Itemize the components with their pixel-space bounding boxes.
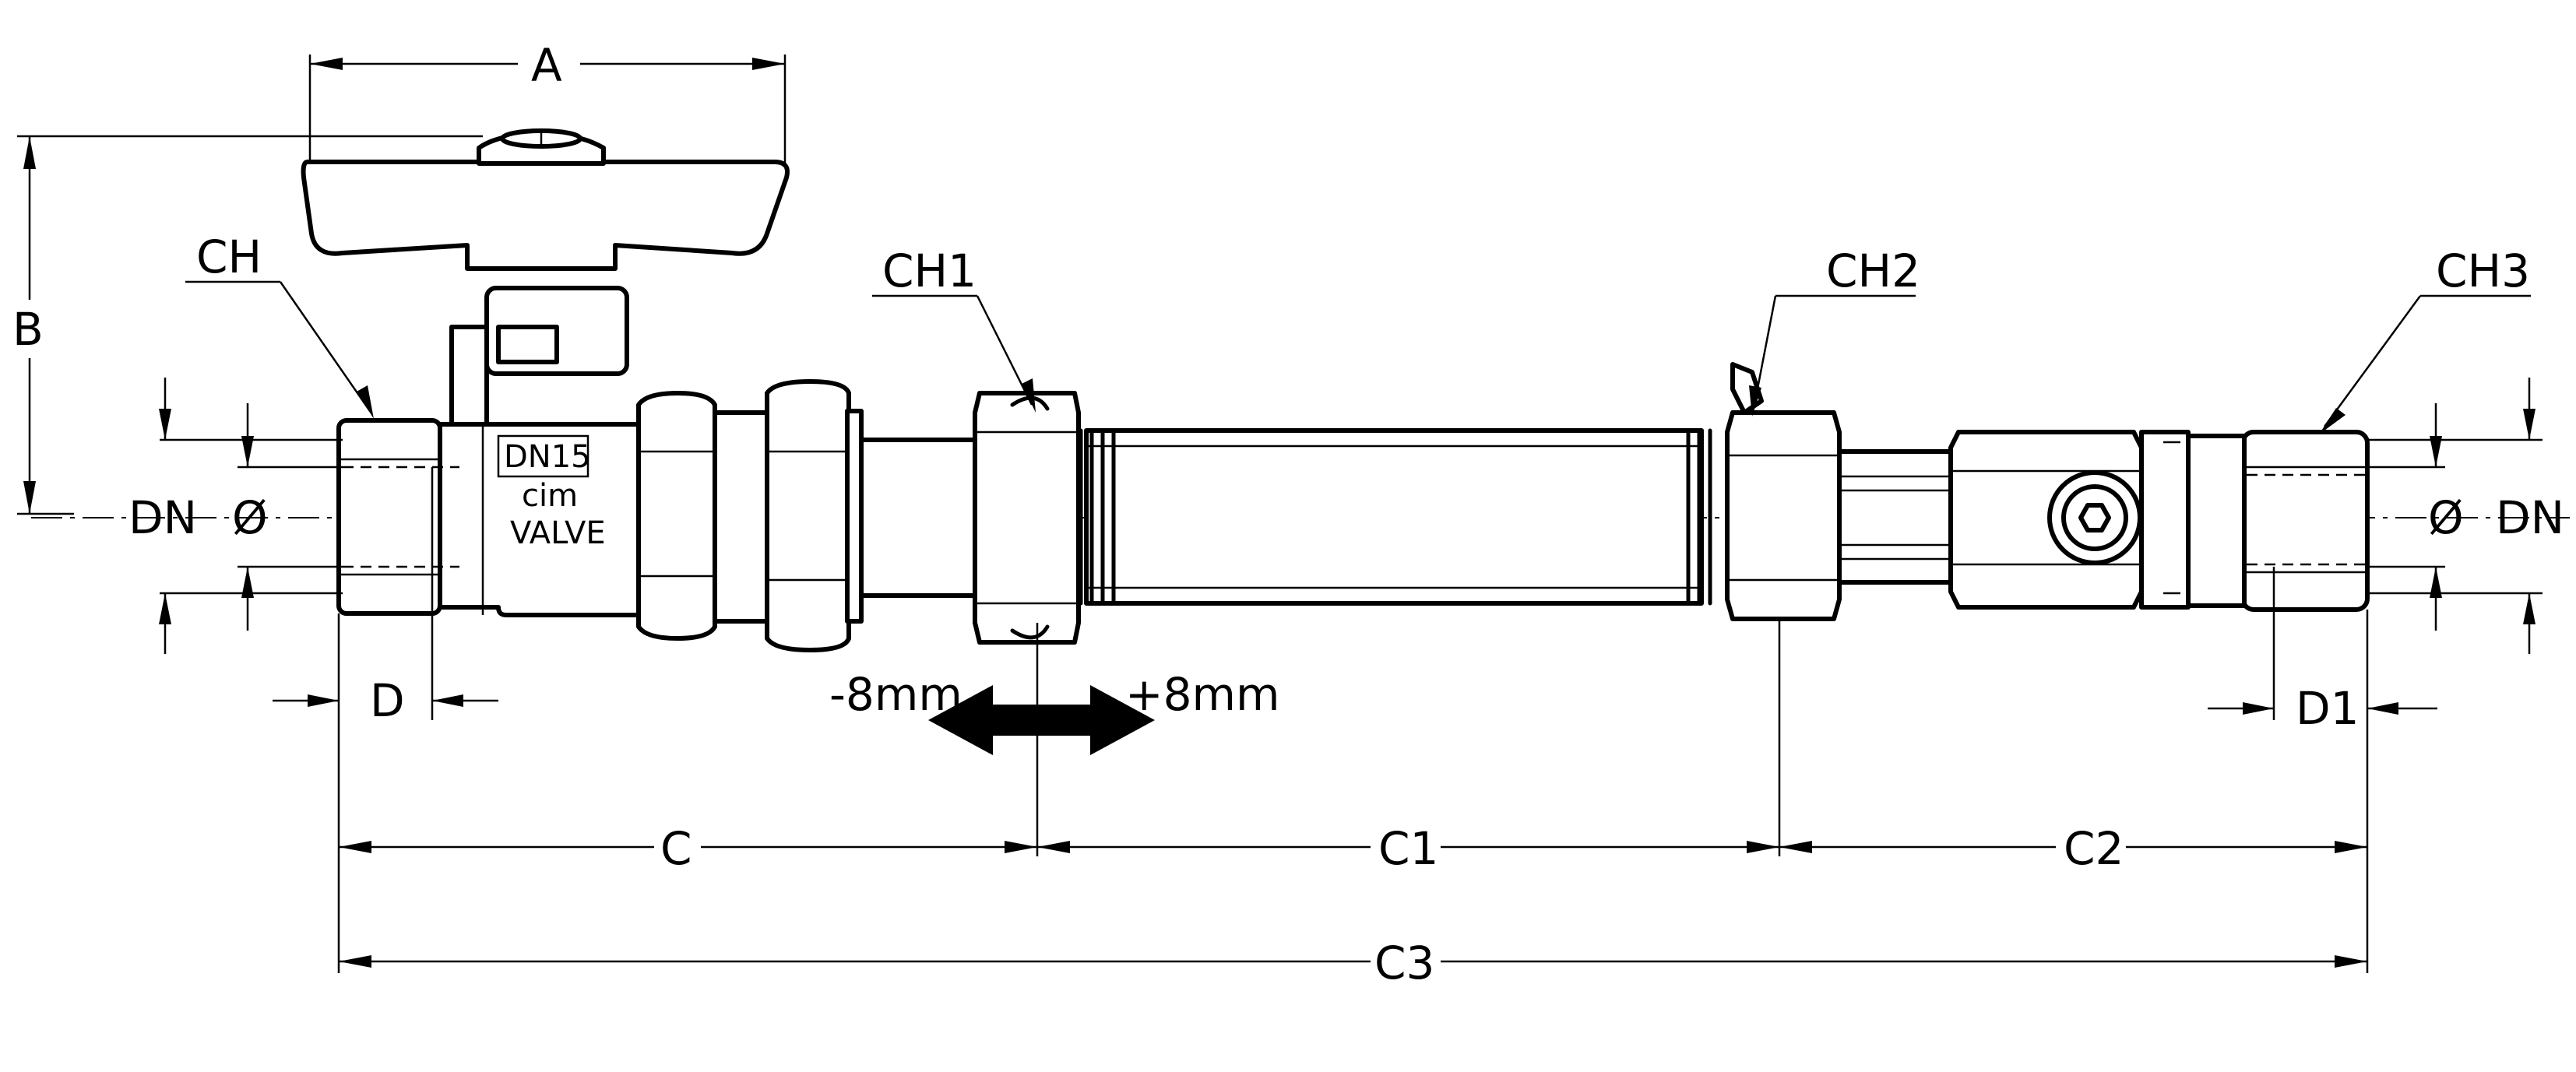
extension-lines (337, 619, 2369, 973)
valve-coupling (713, 410, 772, 624)
hex-socket-icon (2078, 503, 2111, 532)
dimension-c (339, 841, 1037, 853)
dimension-d1 (2208, 567, 2437, 720)
label-c: C (660, 822, 692, 875)
valve-brand-marking: cim (522, 478, 578, 514)
pipe-segment (843, 438, 995, 598)
valve-stem (449, 325, 489, 427)
leader-ch3 (2319, 294, 2531, 434)
label-c3: C3 (1374, 937, 1434, 989)
label-a: A (531, 39, 562, 92)
leader-ch (185, 280, 374, 419)
compression-nut-ch1 (973, 391, 1081, 645)
label-dn-left: DN (128, 491, 197, 544)
dimension-c3 (339, 955, 2367, 968)
label-ch3: CH3 (2436, 244, 2530, 297)
label-d1: D1 (2296, 682, 2360, 735)
dimension-a (308, 54, 787, 163)
label-ch2: CH2 (1826, 244, 1920, 297)
label-dia-right: Ø (2428, 491, 2464, 544)
double-headed-arrow-icon (928, 685, 1155, 755)
label-dia-left: Ø (232, 491, 268, 544)
valve-nut-1 (636, 391, 717, 641)
label-dn-right: DN (2496, 491, 2564, 544)
label-d: D (370, 674, 405, 727)
dimension-c1 (1037, 841, 1779, 853)
ball-valve: DN15 cim VALVE (301, 128, 864, 652)
valve-inlet-hex (336, 418, 442, 616)
compression-nut-ch2 (1725, 362, 1842, 621)
butterfly-handle (301, 160, 790, 271)
spacer-tube (1837, 449, 1958, 585)
label-ch: CH (196, 230, 262, 283)
dimension-b (17, 135, 483, 515)
dimension-dn-right (2367, 378, 2543, 654)
main-sleeve (1079, 428, 1712, 606)
valve-model-marking: VALVE (510, 515, 606, 551)
label-minus-8mm: -8mm (829, 668, 962, 721)
label-b: B (12, 303, 44, 356)
leader-ch1 (872, 294, 1036, 413)
label-plus-8mm: +8mm (1125, 668, 1280, 721)
leader-ch2 (1749, 294, 1916, 416)
label-c2: C2 (2064, 822, 2124, 875)
outlet-hex-ch3 (2186, 430, 2370, 612)
dimension-dn-left (159, 378, 343, 654)
dimension-c2 (1779, 841, 2367, 853)
stop-valve (1948, 430, 2191, 610)
valve-size-marking: DN15 (504, 439, 591, 475)
label-ch1: CH1 (882, 244, 977, 297)
valve-nut-2 (765, 379, 851, 652)
label-c1: C1 (1378, 822, 1438, 875)
dimension-d (273, 467, 498, 720)
